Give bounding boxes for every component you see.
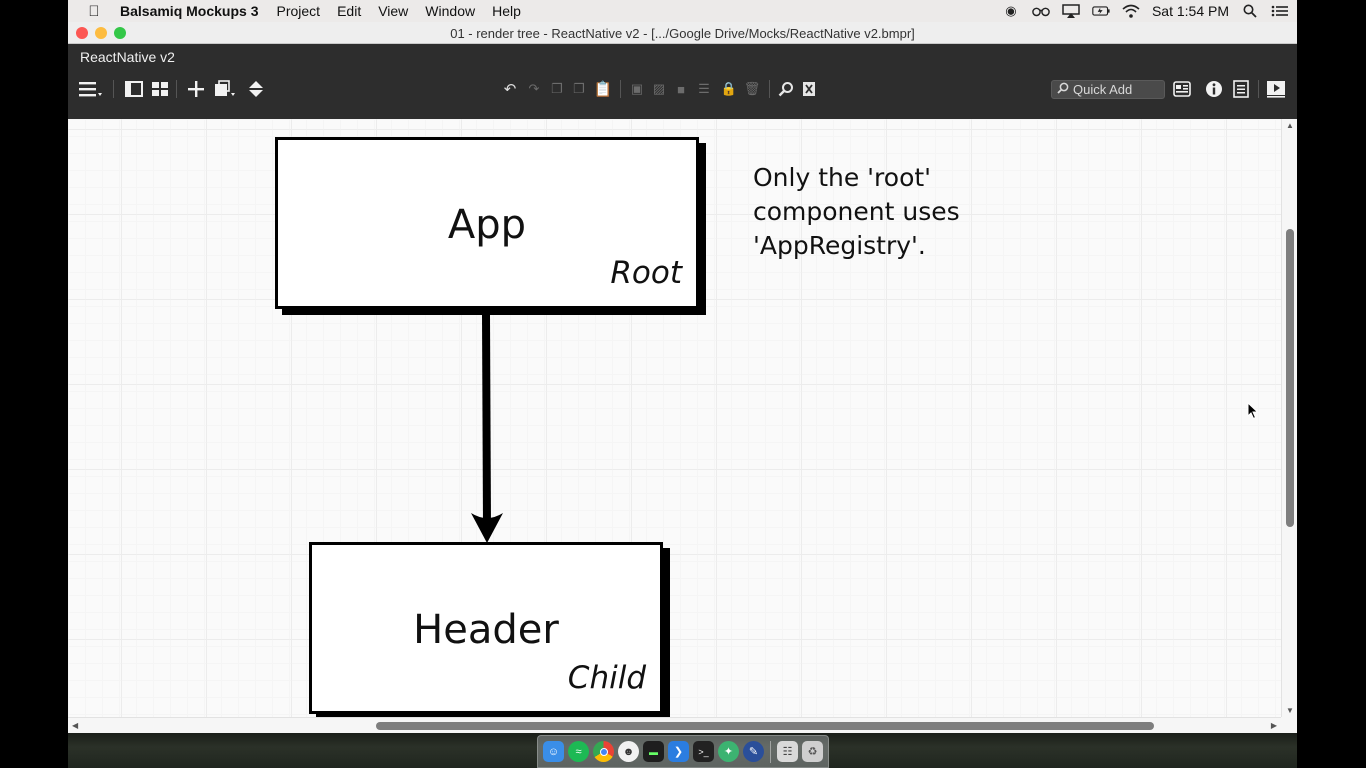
toolbar-separator xyxy=(620,80,621,98)
trash-icon[interactable]: ♻ xyxy=(802,741,823,762)
note-line: 'AppRegistry'. xyxy=(753,231,926,260)
chrome-icon[interactable] xyxy=(593,741,614,762)
align-icon[interactable]: ☰ xyxy=(698,81,710,96)
terminal-icon[interactable]: >_ xyxy=(693,741,714,762)
finder-icon[interactable]: ☺ xyxy=(543,741,564,762)
copy-icon[interactable]: ❐ xyxy=(551,81,563,96)
toolbar-separator xyxy=(176,80,177,98)
toolbar-separator xyxy=(769,80,770,98)
redo-icon[interactable]: ↷ xyxy=(528,81,540,96)
sort-arrows-icon[interactable] xyxy=(245,78,267,100)
clear-selection-icon[interactable] xyxy=(798,78,820,100)
duplicate-icon[interactable] xyxy=(213,78,239,100)
note-line: Only the 'root' xyxy=(753,163,932,192)
ui-library-icon[interactable] xyxy=(1171,78,1193,100)
box-sublabel: Root xyxy=(610,255,682,291)
scroll-up-icon[interactable]: ▲ xyxy=(1286,121,1294,130)
horizontal-scrollbar[interactable]: ◀ ▶ xyxy=(68,717,1281,733)
menubar-status-area: ◉ Sat 1:54 PM xyxy=(1002,0,1289,22)
vertical-scrollbar[interactable]: ▲ ▼ xyxy=(1281,119,1297,717)
horizontal-scroll-thumb[interactable] xyxy=(376,722,1154,730)
battery-icon[interactable] xyxy=(1092,4,1110,18)
airplay-icon[interactable] xyxy=(1062,4,1080,18)
menu-help[interactable]: Help xyxy=(492,3,521,19)
notification-center-icon[interactable] xyxy=(1271,4,1289,18)
spotify-icon[interactable]: ≈ xyxy=(568,741,589,762)
menu-project[interactable]: Project xyxy=(276,3,321,19)
app-window: 01 - render tree - ReactNative v2 - [...… xyxy=(68,22,1297,733)
dock: ☺ ≈ ☻ ▬ ❯ >_ ✦ ✎ ☷ ♻ xyxy=(537,735,829,768)
ungroup-icon[interactable]: ▨ xyxy=(652,81,666,96)
window-minimize-button[interactable] xyxy=(95,27,107,39)
properties-panel-icon[interactable] xyxy=(1230,78,1252,100)
box-label: App xyxy=(447,202,527,248)
info-icon[interactable] xyxy=(1203,78,1225,100)
panel-layout-icon[interactable] xyxy=(123,78,145,100)
note-line: component uses xyxy=(753,197,960,226)
window-maximize-button[interactable] xyxy=(114,27,126,39)
scroll-left-icon[interactable]: ◀ xyxy=(72,721,79,730)
toolbar: ↶ ↷ ❐ ❐ 📋 ▣ ▨ ■ ☰ 🔒 🗑 Quick Add xyxy=(68,70,1297,110)
undo-icon[interactable]: ↶ xyxy=(503,81,517,98)
box-label: Header xyxy=(413,607,559,653)
bring-front-icon[interactable]: ■ xyxy=(677,81,685,97)
wifi-icon[interactable] xyxy=(1122,4,1140,18)
header-child-box[interactable]: Header Child xyxy=(309,542,663,714)
mouse-cursor-icon xyxy=(1247,402,1259,420)
connector-arrow[interactable] xyxy=(68,119,1281,717)
grid-view-icon[interactable] xyxy=(149,78,171,100)
search-icon[interactable] xyxy=(775,78,797,100)
activity-monitor-icon[interactable]: ▬ xyxy=(643,741,664,762)
quick-add-placeholder: Quick Add xyxy=(1073,82,1133,97)
menubar-clock[interactable]: Sat 1:54 PM xyxy=(1151,3,1229,19)
menu-bar:  Balsamiq Mockups 3 Project Edit View W… xyxy=(68,0,1297,22)
menu-window[interactable]: Window xyxy=(425,3,476,19)
vertical-scroll-thumb[interactable] xyxy=(1286,229,1294,527)
app-root-box[interactable]: App Root xyxy=(275,137,699,309)
trash-icon[interactable]: 🗑 xyxy=(743,81,761,96)
mockup-canvas[interactable]: App Root Header Child Only the 'root' co… xyxy=(68,119,1281,717)
paste-icon[interactable]: 📋 xyxy=(593,81,613,98)
box-sublabel: Child xyxy=(567,660,646,696)
emoji-app-icon[interactable]: ☻ xyxy=(618,741,639,762)
cut-icon[interactable]: ❐ xyxy=(573,81,585,96)
scrollbar-corner xyxy=(1281,717,1297,733)
menu-app-name[interactable]: Balsamiq Mockups 3 xyxy=(120,3,259,19)
spotlight-icon[interactable] xyxy=(1241,4,1259,18)
hamburger-menu-icon[interactable] xyxy=(78,78,104,100)
project-name[interactable]: ReactNative v2 xyxy=(80,49,175,65)
annotation-note[interactable]: Only the 'root' component uses 'AppRegis… xyxy=(753,161,1013,263)
toolbar-separator xyxy=(113,80,114,98)
apple-logo-icon[interactable]:  xyxy=(68,3,120,20)
glasses-icon[interactable] xyxy=(1032,4,1050,18)
presentation-mode-icon[interactable] xyxy=(1264,78,1288,100)
toolbar-separator xyxy=(1258,80,1259,98)
documents-folder-icon[interactable]: ☷ xyxy=(777,741,798,762)
menu-view[interactable]: View xyxy=(378,3,409,19)
record-icon[interactable]: ◉ xyxy=(1005,3,1017,18)
vscode-icon[interactable]: ❯ xyxy=(668,741,689,762)
search-icon xyxy=(1057,82,1069,97)
app-header: ReactNative v2 ↶ ↷ ❐ xyxy=(68,44,1297,119)
safari-icon[interactable]: ✦ xyxy=(718,741,739,762)
dock-separator xyxy=(770,740,771,763)
window-title: 01 - render tree - ReactNative v2 - [...… xyxy=(450,26,915,41)
add-icon[interactable] xyxy=(185,78,207,100)
window-titlebar[interactable]: 01 - render tree - ReactNative v2 - [...… xyxy=(68,22,1297,44)
balsamiq-icon[interactable]: ✎ xyxy=(743,741,764,762)
window-close-button[interactable] xyxy=(76,27,88,39)
lock-icon[interactable]: 🔒 xyxy=(720,81,738,96)
scroll-right-icon[interactable]: ▶ xyxy=(1270,721,1277,730)
group-icon[interactable]: ▣ xyxy=(630,81,644,96)
scroll-down-icon[interactable]: ▼ xyxy=(1286,706,1294,715)
menu-edit[interactable]: Edit xyxy=(337,3,362,19)
quick-add-input[interactable]: Quick Add xyxy=(1051,80,1165,99)
